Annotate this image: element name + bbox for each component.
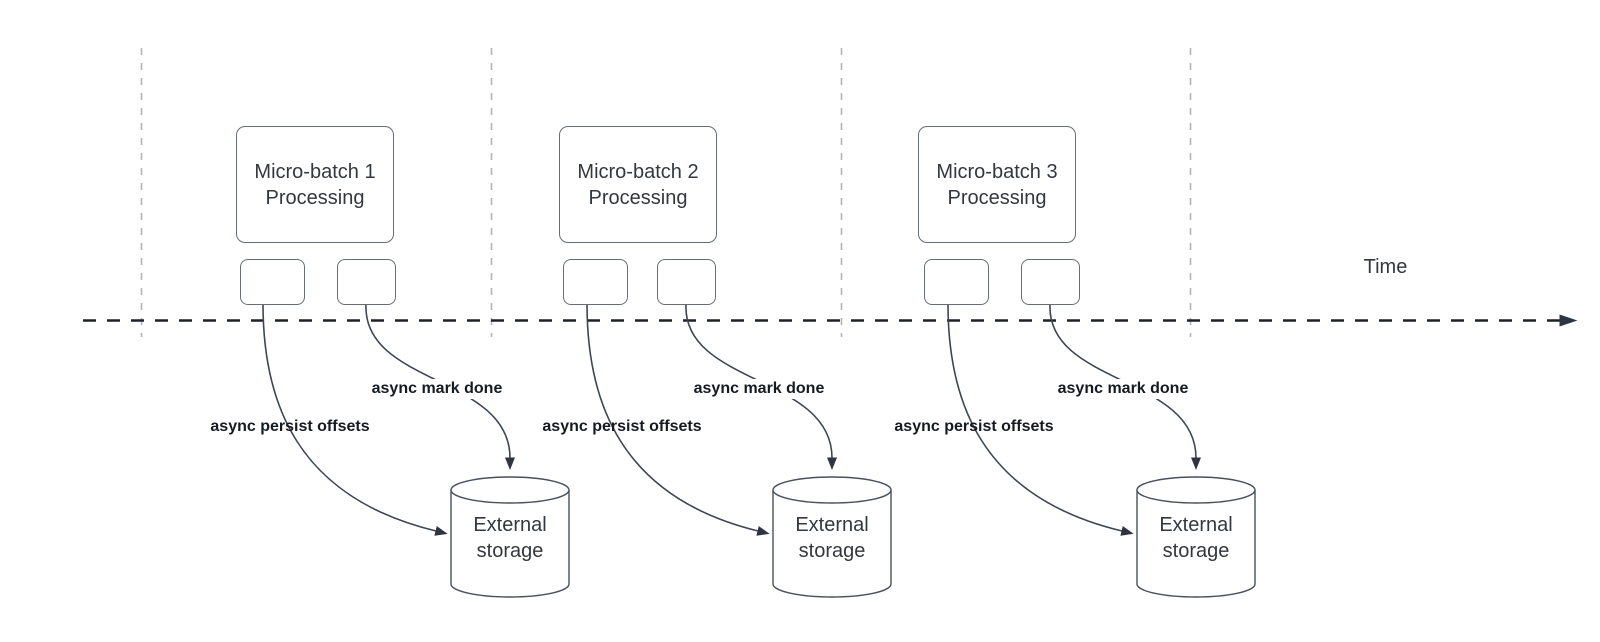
storage-label-line2: storage — [1162, 540, 1230, 562]
persist-offsets-label: async persist offsets — [210, 418, 370, 435]
processing-box-label: Micro-batch 3 Processing — [936, 159, 1057, 211]
storage-label-line1: External — [795, 514, 869, 536]
storage-cylinder-1 — [450, 476, 570, 598]
processing-box-3: Micro-batch 3 Processing — [918, 126, 1076, 243]
done-task-box-1 — [337, 259, 396, 305]
processing-box-line2: Processing — [588, 186, 688, 209]
processing-box-label: Micro-batch 1 Processing — [254, 159, 375, 211]
persist-offsets-label: async persist offsets — [542, 418, 702, 435]
offset-task-box-2 — [563, 259, 628, 305]
offset-task-box-3 — [924, 259, 989, 305]
mark-done-label: async mark done — [688, 379, 830, 399]
external-storage-label: External storage — [450, 512, 570, 564]
persist-offsets-arrow-2 — [586, 303, 770, 536]
persist-offsets-arrow-3 — [947, 303, 1134, 536]
persist-offsets-arrow-1 — [262, 303, 448, 536]
storage-cylinder-2 — [772, 476, 892, 598]
external-storage-label: External storage — [772, 512, 892, 564]
offset-task-box-1 — [240, 259, 305, 305]
persist-offsets-label: async persist offsets — [894, 418, 1054, 435]
processing-box-line2: Processing — [947, 186, 1047, 209]
storage-label-line1: External — [1159, 514, 1233, 536]
external-storage-label: External storage — [1136, 512, 1256, 564]
processing-box-line1: Micro-batch 3 — [936, 160, 1058, 183]
mark-done-label: async mark done — [1052, 379, 1194, 399]
storage-label-line2: storage — [476, 540, 544, 562]
storage-cylinder-3 — [1136, 476, 1256, 598]
processing-box-2: Micro-batch 2 Processing — [559, 126, 717, 243]
storage-label-line1: External — [473, 514, 547, 536]
processing-box-label: Micro-batch 2 Processing — [577, 159, 698, 211]
time-axis-label: Time — [1363, 256, 1408, 278]
done-task-box-2 — [657, 259, 716, 305]
done-task-box-3 — [1021, 259, 1080, 305]
storage-label-line2: storage — [798, 540, 866, 562]
processing-box-line1: Micro-batch 1 — [254, 160, 376, 183]
processing-box-1: Micro-batch 1 Processing — [236, 126, 394, 243]
mark-done-label: async mark done — [366, 379, 508, 399]
processing-box-line1: Micro-batch 2 — [577, 160, 699, 183]
processing-box-line2: Processing — [265, 186, 365, 209]
